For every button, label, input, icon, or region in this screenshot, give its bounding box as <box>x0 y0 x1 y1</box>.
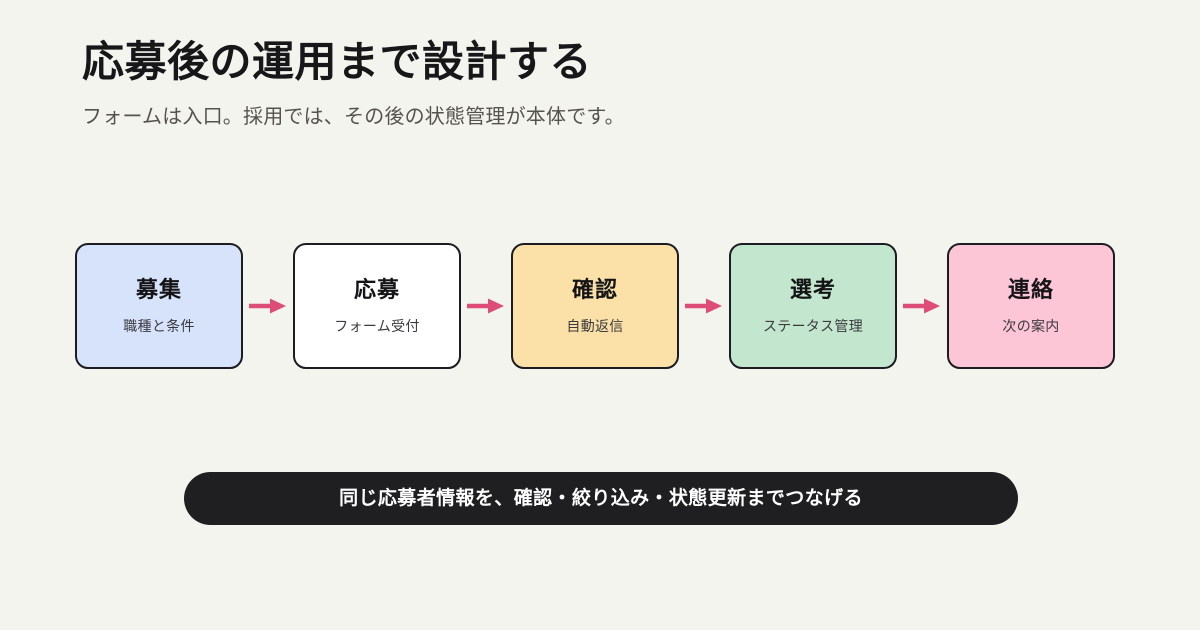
flow-step-title: 連絡 <box>1007 277 1054 302</box>
flow-step-caption: ステータス管理 <box>762 318 864 334</box>
summary-banner-text: 同じ応募者情報を、確認・絞り込み・状態更新までつなげる <box>339 488 863 509</box>
flow-step-title: 選考 <box>789 277 836 302</box>
process-flow-diagram: 募集 職種と条件 応募 フォーム受付 確認 自動返信 選考 ステータス管理 <box>75 243 1125 369</box>
flow-step-card-3: 確認 自動返信 <box>511 243 679 369</box>
arrow-right-icon <box>461 243 511 369</box>
flow-step-card-4: 選考 ステータス管理 <box>729 243 897 369</box>
flow-step-title: 応募 <box>353 277 400 302</box>
flow-step-title: 確認 <box>571 277 618 302</box>
flow-step-card-5: 連絡 次の案内 <box>947 243 1115 369</box>
flow-step-caption: 次の案内 <box>1002 318 1060 334</box>
header-block: 応募後の運用まで設計する フォームは入口。採用では、その後の状態管理が本体です。 <box>82 36 1122 131</box>
page-title: 応募後の運用まで設計する <box>82 38 593 85</box>
arrow-right-icon <box>897 243 947 369</box>
summary-banner: 同じ応募者情報を、確認・絞り込み・状態更新までつなげる <box>184 472 1018 525</box>
flow-step-caption: 職種と条件 <box>123 318 195 334</box>
page-subtitle: フォームは入口。採用では、その後の状態管理が本体です。 <box>82 105 625 128</box>
flow-step-caption: 自動返信 <box>566 318 624 334</box>
arrow-right-icon <box>679 243 729 369</box>
flow-step-card-2: 応募 フォーム受付 <box>293 243 461 369</box>
flow-step-card-1: 募集 職種と条件 <box>75 243 243 369</box>
arrow-right-icon <box>243 243 293 369</box>
flow-step-caption: フォーム受付 <box>334 318 420 334</box>
flow-step-title: 募集 <box>135 277 182 302</box>
